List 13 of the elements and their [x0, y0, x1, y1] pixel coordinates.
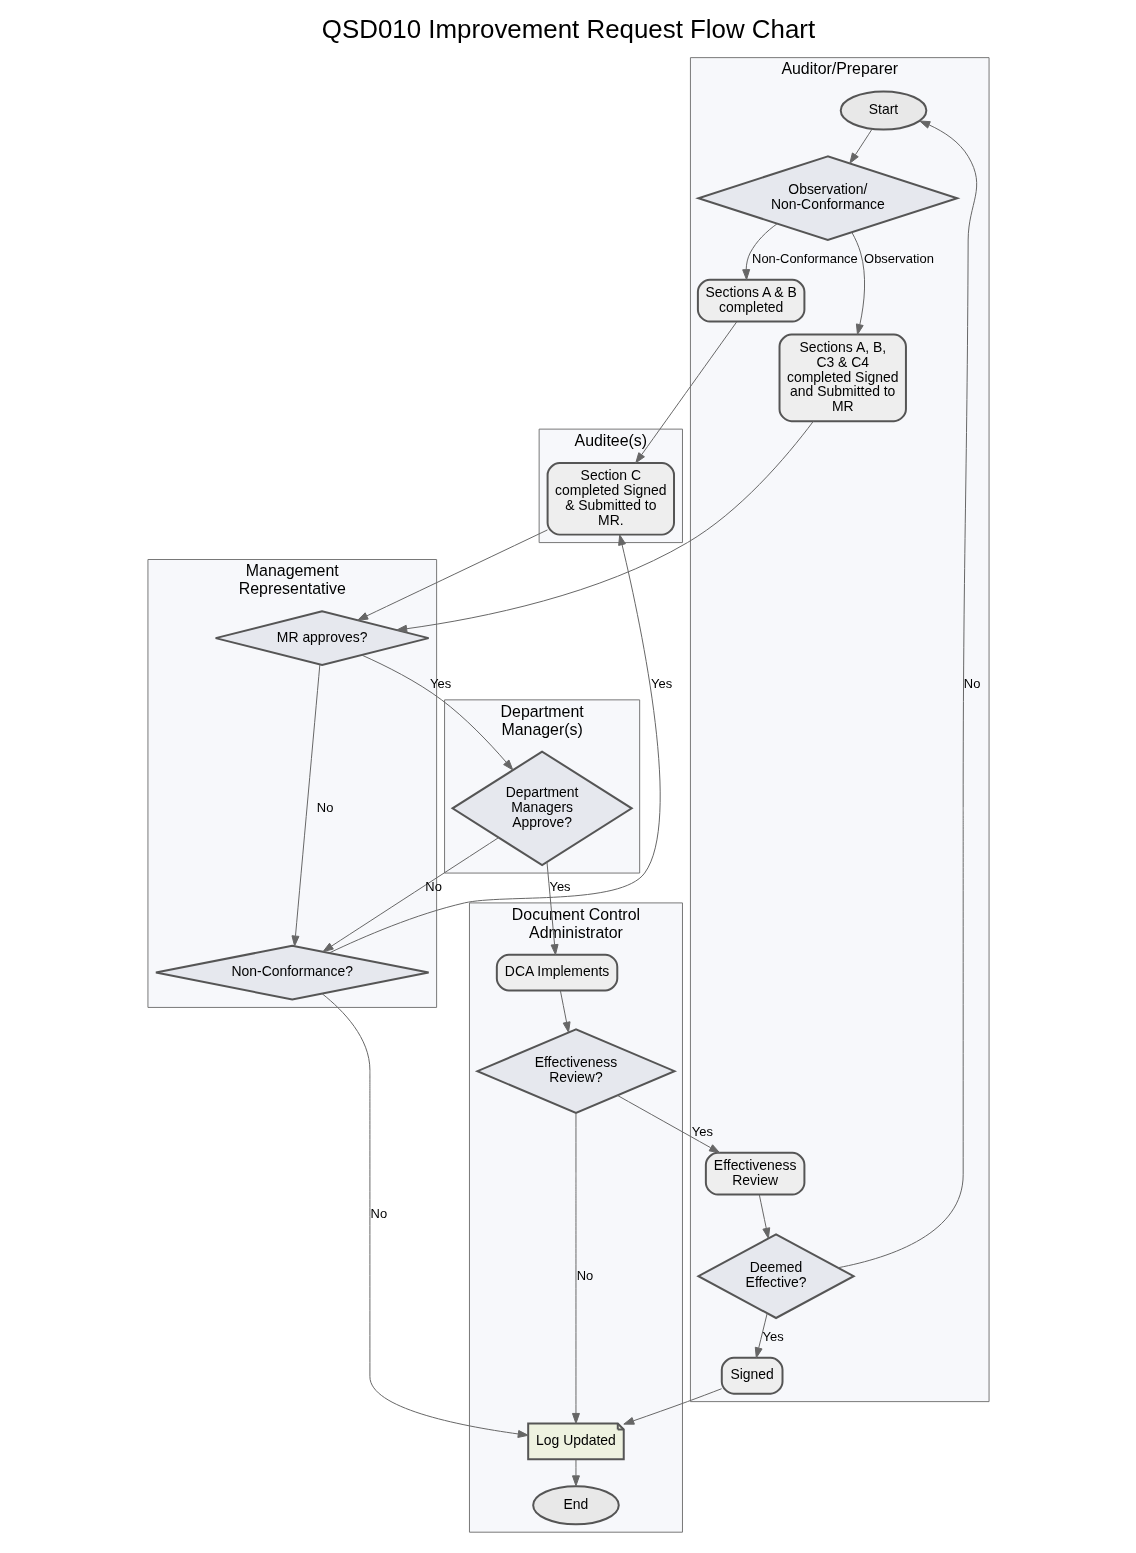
edge-label: Yes [650, 676, 672, 692]
edge-label: Yes [762, 1329, 784, 1345]
edge-label: Yes [548, 879, 571, 895]
edge-label: No [370, 1205, 387, 1221]
edge-label: No [424, 879, 442, 895]
edge-label: Yes [691, 1124, 713, 1140]
edge-label: Non-Conformance [751, 251, 858, 267]
edge-label: Yes [429, 676, 451, 692]
edge-label: No [316, 799, 333, 815]
edge-label: Observation [863, 251, 934, 267]
edge-label: No [963, 676, 980, 692]
edge-label: No [576, 1267, 593, 1283]
diagram-title: QSD010 Improvement Request Flow Chart [321, 14, 815, 43]
